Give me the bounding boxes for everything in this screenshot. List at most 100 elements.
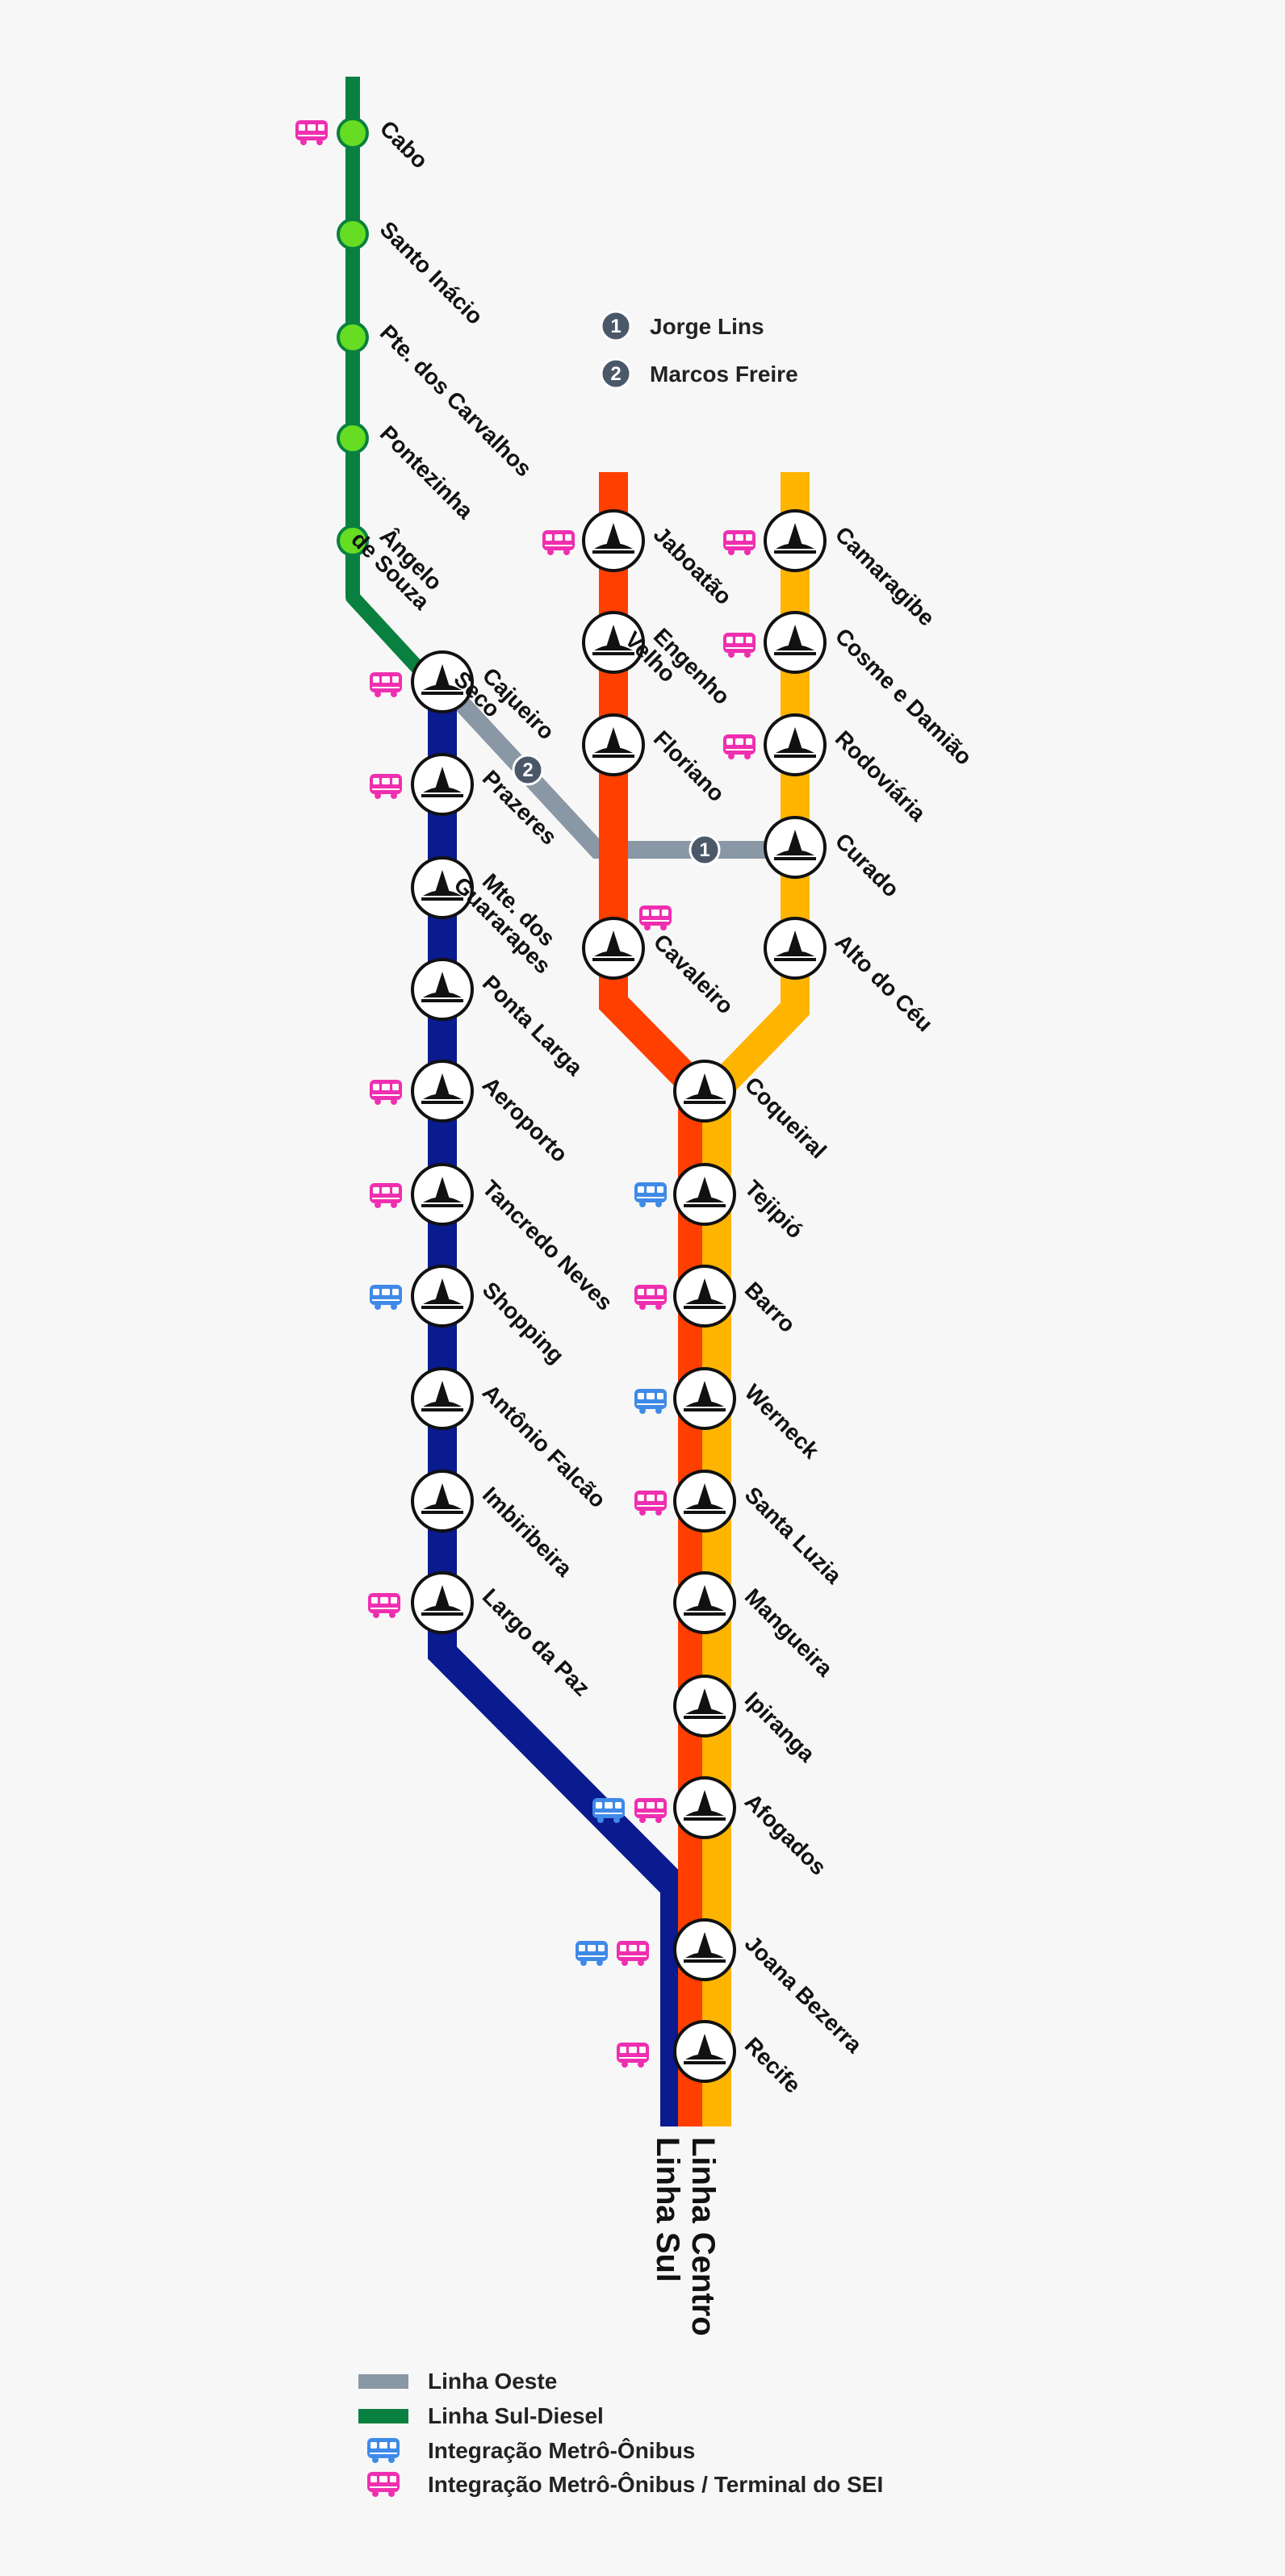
legend-item-linha-oeste: Linha Oeste: [358, 2369, 557, 2394]
bus-sei-icon: [639, 905, 672, 930]
marker-key-jorge-lins: 1 Jorge Lins: [600, 310, 764, 342]
station-label: Santo Inácio: [375, 216, 488, 329]
marker-jorge-lins-on-line: 1: [689, 834, 721, 866]
station-label: Camaragibe: [831, 521, 940, 630]
station-label: Floriano: [649, 726, 730, 806]
bus-sei-icon: [723, 633, 756, 658]
station-label: Santa Luzia: [740, 1482, 847, 1588]
station-pictogram-icon: [684, 1278, 726, 1309]
legend-item-linha-sul-diesel: Linha Sul-Diesel: [358, 2403, 604, 2428]
bus-sei-icon: [634, 1285, 667, 1310]
bus-sei-icon: [370, 774, 402, 799]
branch-label-sul: Linha Sul: [650, 2137, 685, 2282]
station-label: Werneck: [740, 1379, 824, 1463]
station-label: Pontezinha: [375, 420, 479, 524]
station-pictogram-icon: [421, 1177, 463, 1207]
station-pictogram-icon: [684, 1483, 726, 1514]
svg-text:1: 1: [699, 839, 709, 861]
station-pictogram-icon: [684, 1073, 726, 1104]
svg-text:2: 2: [522, 759, 533, 781]
station-pictogram-icon: [421, 1381, 463, 1411]
bus-sei-icon: [617, 1941, 649, 1966]
bus-sei-icon: [634, 1798, 667, 1823]
station-marker: [337, 321, 369, 353]
station-marker: [337, 525, 369, 557]
line-oeste: [438, 680, 794, 859]
station-label: Coqueiral: [740, 1072, 831, 1163]
bus-metro-icon: [576, 1941, 608, 1966]
station-pictogram-icon: [421, 1585, 463, 1616]
bus-sei-icon: [723, 734, 756, 759]
bus-sei-icon: [634, 1491, 667, 1516]
bus-sei-icon: [368, 1593, 400, 1618]
station-marker: [337, 218, 369, 250]
station-label: Aeroporto: [478, 1072, 573, 1167]
svg-text:Linha Oeste: Linha Oeste: [428, 2369, 557, 2394]
station-pictogram-icon: [421, 767, 463, 797]
bus-sei-icon: [542, 530, 575, 555]
station-label: Cabo: [375, 115, 433, 173]
legend-swatch-diesel: [358, 2409, 408, 2423]
station-label: Cavaleiro: [649, 929, 739, 1018]
station-pictogram-icon: [421, 1073, 463, 1104]
bus-metro-icon: [367, 2438, 400, 2463]
station-pictogram-icon: [421, 1278, 463, 1309]
bus-sei-icon: [723, 530, 756, 555]
bus-sei-icon: [370, 1183, 402, 1208]
station-pte-dos-carvalhos[interactable]: Pte. dos Carvalhos: [337, 320, 537, 481]
marker-marcos-freire-on-line: 2: [512, 754, 544, 786]
marker-key: 1 Jorge Lins 2 Marcos Freire: [600, 310, 798, 390]
station-pictogram-icon: [592, 523, 634, 554]
station-pictogram-icon: [421, 664, 463, 695]
station-pictogram-icon: [421, 1483, 463, 1514]
station-label: Shopping: [478, 1277, 569, 1368]
bus-metro-icon: [370, 1285, 402, 1310]
station-label: Curado: [831, 828, 904, 901]
bus-sei-icon: [295, 120, 328, 145]
legend-swatch-oeste: [358, 2374, 408, 2389]
bus-sei-icon: [370, 1080, 402, 1105]
station-pictogram-icon: [592, 727, 634, 758]
station-pictogram-icon: [774, 727, 816, 758]
station-marker: [337, 117, 369, 149]
svg-text:Integração Metrô-Ônibus / Term: Integração Metrô-Ônibus / Terminal do SE…: [428, 2471, 883, 2497]
branch-label-centro: Linha Centro: [685, 2137, 721, 2336]
station-label: Rodoviária: [831, 726, 931, 826]
station-label: Alto do Céu: [831, 929, 938, 1036]
station-label: Recife: [740, 2032, 806, 2097]
station-label: Mangueira: [740, 1583, 838, 1681]
bus-metro-icon: [634, 1182, 667, 1207]
station-marker: [337, 422, 369, 454]
marker-key-marcos-freire: 2 Marcos Freire: [600, 358, 798, 390]
station-pictogram-icon: [684, 1585, 726, 1616]
station-label: Afogados: [740, 1788, 831, 1880]
station-pictogram-icon: [421, 870, 463, 901]
station-label: Barro: [740, 1277, 801, 1337]
bus-metro-icon: [634, 1389, 667, 1414]
marker-key-label: Marcos Freire: [650, 362, 798, 387]
marker-key-label: Jorge Lins: [650, 314, 764, 339]
svg-text:1: 1: [610, 316, 621, 337]
station-pictogram-icon: [684, 2034, 726, 2064]
legend-item-integracao-terminal-sei: Integração Metrô-Ônibus / Terminal do SE…: [367, 2471, 883, 2497]
station-pictogram-icon: [684, 1932, 726, 1963]
station-pictogram-icon: [592, 625, 634, 655]
legend-item-integracao-metro-onibus: Integração Metrô-Ônibus: [367, 2437, 695, 2463]
svg-text:Integração Metrô-Ônibus: Integração Metrô-Ônibus: [428, 2437, 695, 2463]
station-label: Ponta Larga: [478, 970, 588, 1081]
station-pictogram-icon: [774, 523, 816, 554]
station-pictogram-icon: [684, 1688, 726, 1719]
station-label: Ipiranga: [740, 1687, 820, 1767]
legend: Linha Oeste Linha Sul-Diesel Integração …: [358, 2369, 883, 2497]
station-santo-inacio[interactable]: Santo Inácio: [337, 216, 488, 329]
bus-sei-icon: [370, 672, 402, 697]
station-label: Imbiribeira: [478, 1482, 577, 1581]
station-pictogram-icon: [684, 1381, 726, 1411]
station-pictogram-icon: [592, 930, 634, 961]
svg-text:2: 2: [610, 363, 621, 385]
bus-sei-icon: [617, 2043, 649, 2068]
station-label: Mte. dosGuararapes: [449, 856, 571, 979]
station-label: Tejipió: [740, 1175, 808, 1243]
station-label: EngenhoVelho: [620, 611, 735, 726]
